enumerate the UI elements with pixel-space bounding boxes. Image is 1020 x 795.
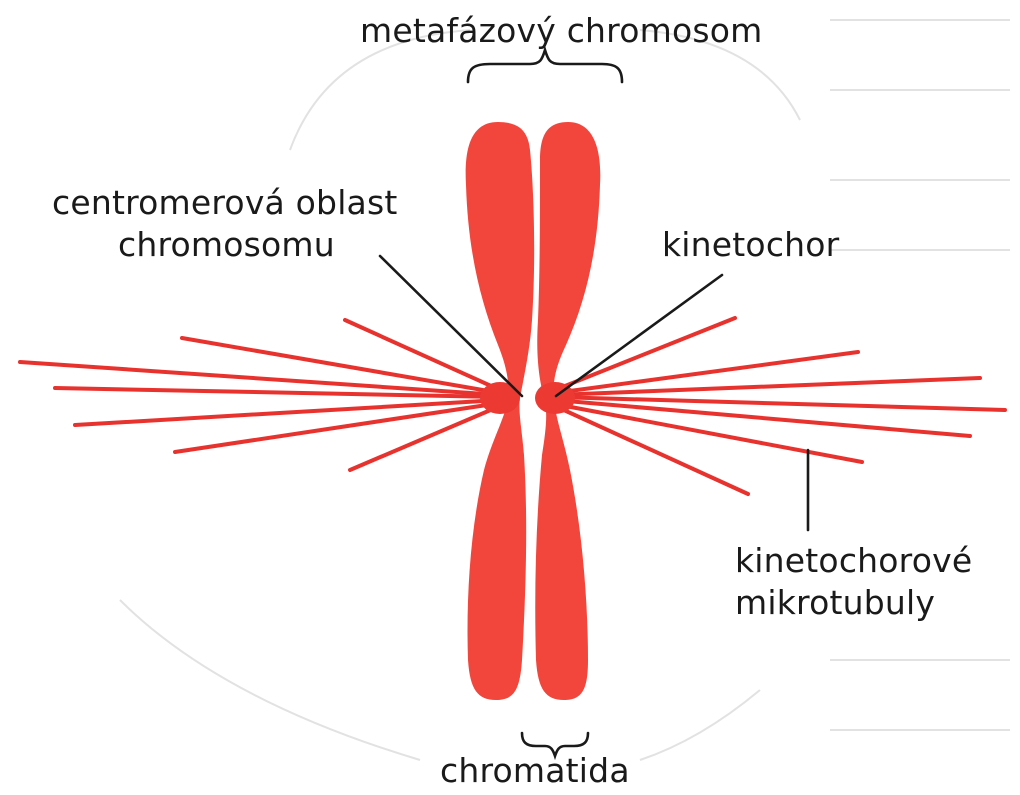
label-metaphase-chromosome: metafázový chromosom (360, 12, 762, 50)
label-microtubules-line2: mikrotubuly (735, 584, 935, 622)
microtubule (555, 378, 980, 395)
label-kinetochore: kinetochor (662, 226, 839, 264)
microtubule (555, 406, 748, 494)
microtubule (555, 397, 1005, 410)
label-microtubules-line1: kinetochorové (735, 542, 972, 580)
top-brace (468, 50, 622, 82)
label-centromere-line2: chromosomu (118, 226, 335, 264)
label-chromatid: chromatida (440, 752, 630, 790)
label-centromere-line1: centromerová oblast (52, 184, 398, 222)
